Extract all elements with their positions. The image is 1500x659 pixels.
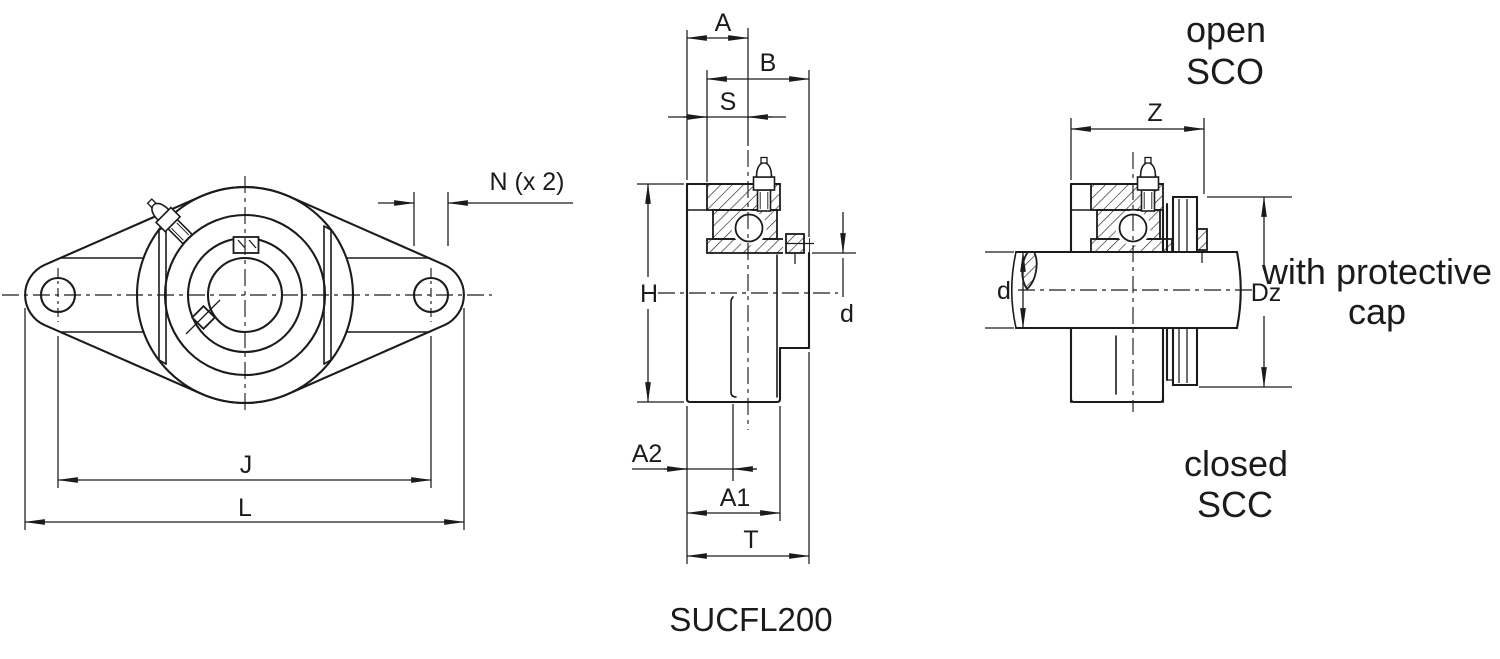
annotation-open: open bbox=[1186, 9, 1266, 50]
dim-label-d-bore: d bbox=[840, 300, 854, 328]
hidden-bore-line-left bbox=[730, 296, 737, 398]
annotation-protective-2: cap bbox=[1348, 291, 1406, 332]
housing-bottom-right bbox=[1069, 397, 1165, 404]
dim-label-a2: A2 bbox=[632, 440, 663, 468]
annotation-protective-1: with protective bbox=[1261, 251, 1492, 292]
annotation-sco: SCO bbox=[1186, 51, 1264, 92]
dim-label-a: A bbox=[715, 9, 732, 37]
dim-z: Z bbox=[1070, 99, 1205, 194]
set-screw-top bbox=[232, 236, 260, 254]
dim-a: A bbox=[686, 9, 749, 180]
dim-h: H bbox=[637, 183, 684, 403]
dim-b: B bbox=[706, 49, 810, 237]
dim-label-dz: Dz bbox=[1251, 279, 1282, 307]
shaft-centerlines bbox=[1018, 152, 1256, 412]
side-centerlines bbox=[658, 28, 838, 430]
dim-d-shaft: d bbox=[985, 251, 1026, 329]
dim-label-a1: A1 bbox=[720, 484, 751, 512]
front-view: N (x 2) J L bbox=[2, 168, 573, 530]
dim-dz: Dz bbox=[1199, 196, 1292, 388]
side-section-view: A B S H A2 bbox=[632, 9, 856, 564]
annotation-scc: SCC bbox=[1197, 484, 1273, 525]
shaft-section-view: Z d Dz bbox=[985, 99, 1292, 412]
dim-label-n: N (x 2) bbox=[490, 168, 565, 196]
variant-annotations: open SCO with protective cap closed SCC bbox=[1184, 9, 1492, 525]
annotation-closed: closed bbox=[1184, 443, 1288, 484]
dim-t: T bbox=[686, 352, 810, 564]
dim-label-t: T bbox=[743, 526, 758, 554]
dim-s: S bbox=[668, 88, 786, 120]
dim-label-s: S bbox=[720, 88, 737, 116]
dim-a1: A1 bbox=[686, 406, 781, 564]
dim-n: N (x 2) bbox=[378, 168, 573, 246]
housing-body-outline bbox=[685, 182, 782, 404]
bearing-ball bbox=[734, 213, 764, 243]
set-screw-lower-left bbox=[185, 299, 221, 335]
dim-label-h: H bbox=[640, 280, 658, 308]
dim-label-b: B bbox=[760, 49, 777, 77]
dim-label-l: L bbox=[238, 494, 252, 522]
dim-a2: A2 bbox=[632, 404, 757, 481]
flange-pad-edges bbox=[59, 257, 431, 333]
dim-label-j: J bbox=[240, 451, 253, 479]
dim-label-d-shaft: d bbox=[997, 277, 1011, 305]
dim-d-bore: d bbox=[812, 212, 856, 328]
dim-l: L bbox=[24, 308, 465, 530]
set-screw-section bbox=[783, 231, 814, 264]
dim-label-z: Z bbox=[1147, 99, 1162, 127]
front-centerlines bbox=[2, 176, 492, 414]
dim-j: J bbox=[57, 336, 432, 488]
product-code: SUCFL200 bbox=[669, 601, 832, 638]
